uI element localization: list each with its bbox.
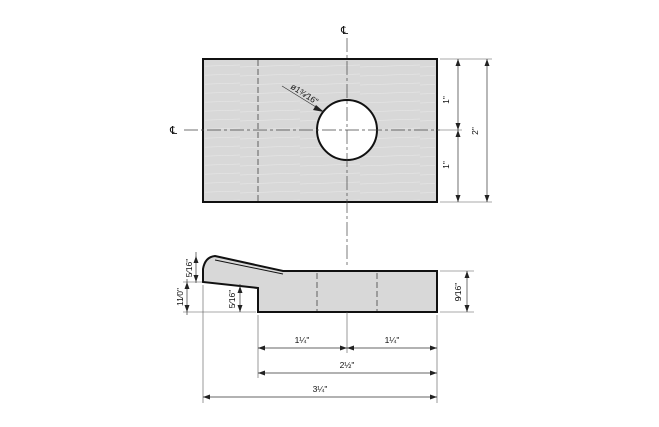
slope-thickness-arrow-top xyxy=(193,256,199,263)
slope-thickness-label: 5⁄16" xyxy=(184,259,194,278)
total-height-label: 2" xyxy=(470,127,480,135)
total-height-arrow-top xyxy=(484,59,490,66)
hole-leader-arrow xyxy=(313,105,324,112)
right-half-width-label: 1¼" xyxy=(385,335,400,345)
half-width-arrow-left xyxy=(258,345,265,351)
lip-height-arrow-bottom xyxy=(184,305,190,312)
body-width-arrow-right xyxy=(430,370,437,376)
lower-half-label: 1" xyxy=(441,161,451,169)
total-width-arrow-right xyxy=(430,394,437,400)
side-view: 5⁄16" 11⁄0" 5⁄16" 9⁄16" 1¼" 1¼" xyxy=(175,252,474,403)
centerline-label-top: ℄ xyxy=(340,25,348,37)
half-height-arrow-mid-down xyxy=(455,130,461,137)
slope-thickness-arrow-bottom xyxy=(193,275,199,282)
total-width-arrow-left xyxy=(203,394,210,400)
lip-height-label: 11⁄0" xyxy=(175,288,185,306)
body-width-label: 2½" xyxy=(340,360,355,370)
half-height-arrow-bottom xyxy=(455,195,461,202)
body-thickness-label: 9⁄16" xyxy=(453,283,463,302)
half-height-arrow-mid-up xyxy=(455,123,461,130)
centerline-label-left: ℄ xyxy=(169,125,177,137)
body-thickness-arrow-bottom xyxy=(464,305,470,312)
total-width-label: 3¼" xyxy=(313,384,328,394)
half-width-arrow-center-right xyxy=(347,345,354,351)
upper-half-label: 1" xyxy=(441,96,451,104)
half-width-arrow-center-left xyxy=(340,345,347,351)
half-height-arrow-top xyxy=(455,59,461,66)
left-half-width-label: 1¼" xyxy=(295,335,310,345)
total-height-arrow-bottom xyxy=(484,195,490,202)
body-width-arrow-left xyxy=(258,370,265,376)
body-thickness-arrow-top xyxy=(464,271,470,278)
lip-height-arrow-top xyxy=(184,282,190,289)
top-view: ℄ ℄ ø1¾⁄16" 1" 1" 2" xyxy=(169,25,492,268)
step-depth-arrow-bottom xyxy=(237,305,243,312)
half-width-arrow-right xyxy=(430,345,437,351)
step-depth-label: 5⁄16" xyxy=(227,290,237,309)
side-view-inner-edge xyxy=(214,259,284,275)
step-depth-arrow-top xyxy=(237,286,243,293)
